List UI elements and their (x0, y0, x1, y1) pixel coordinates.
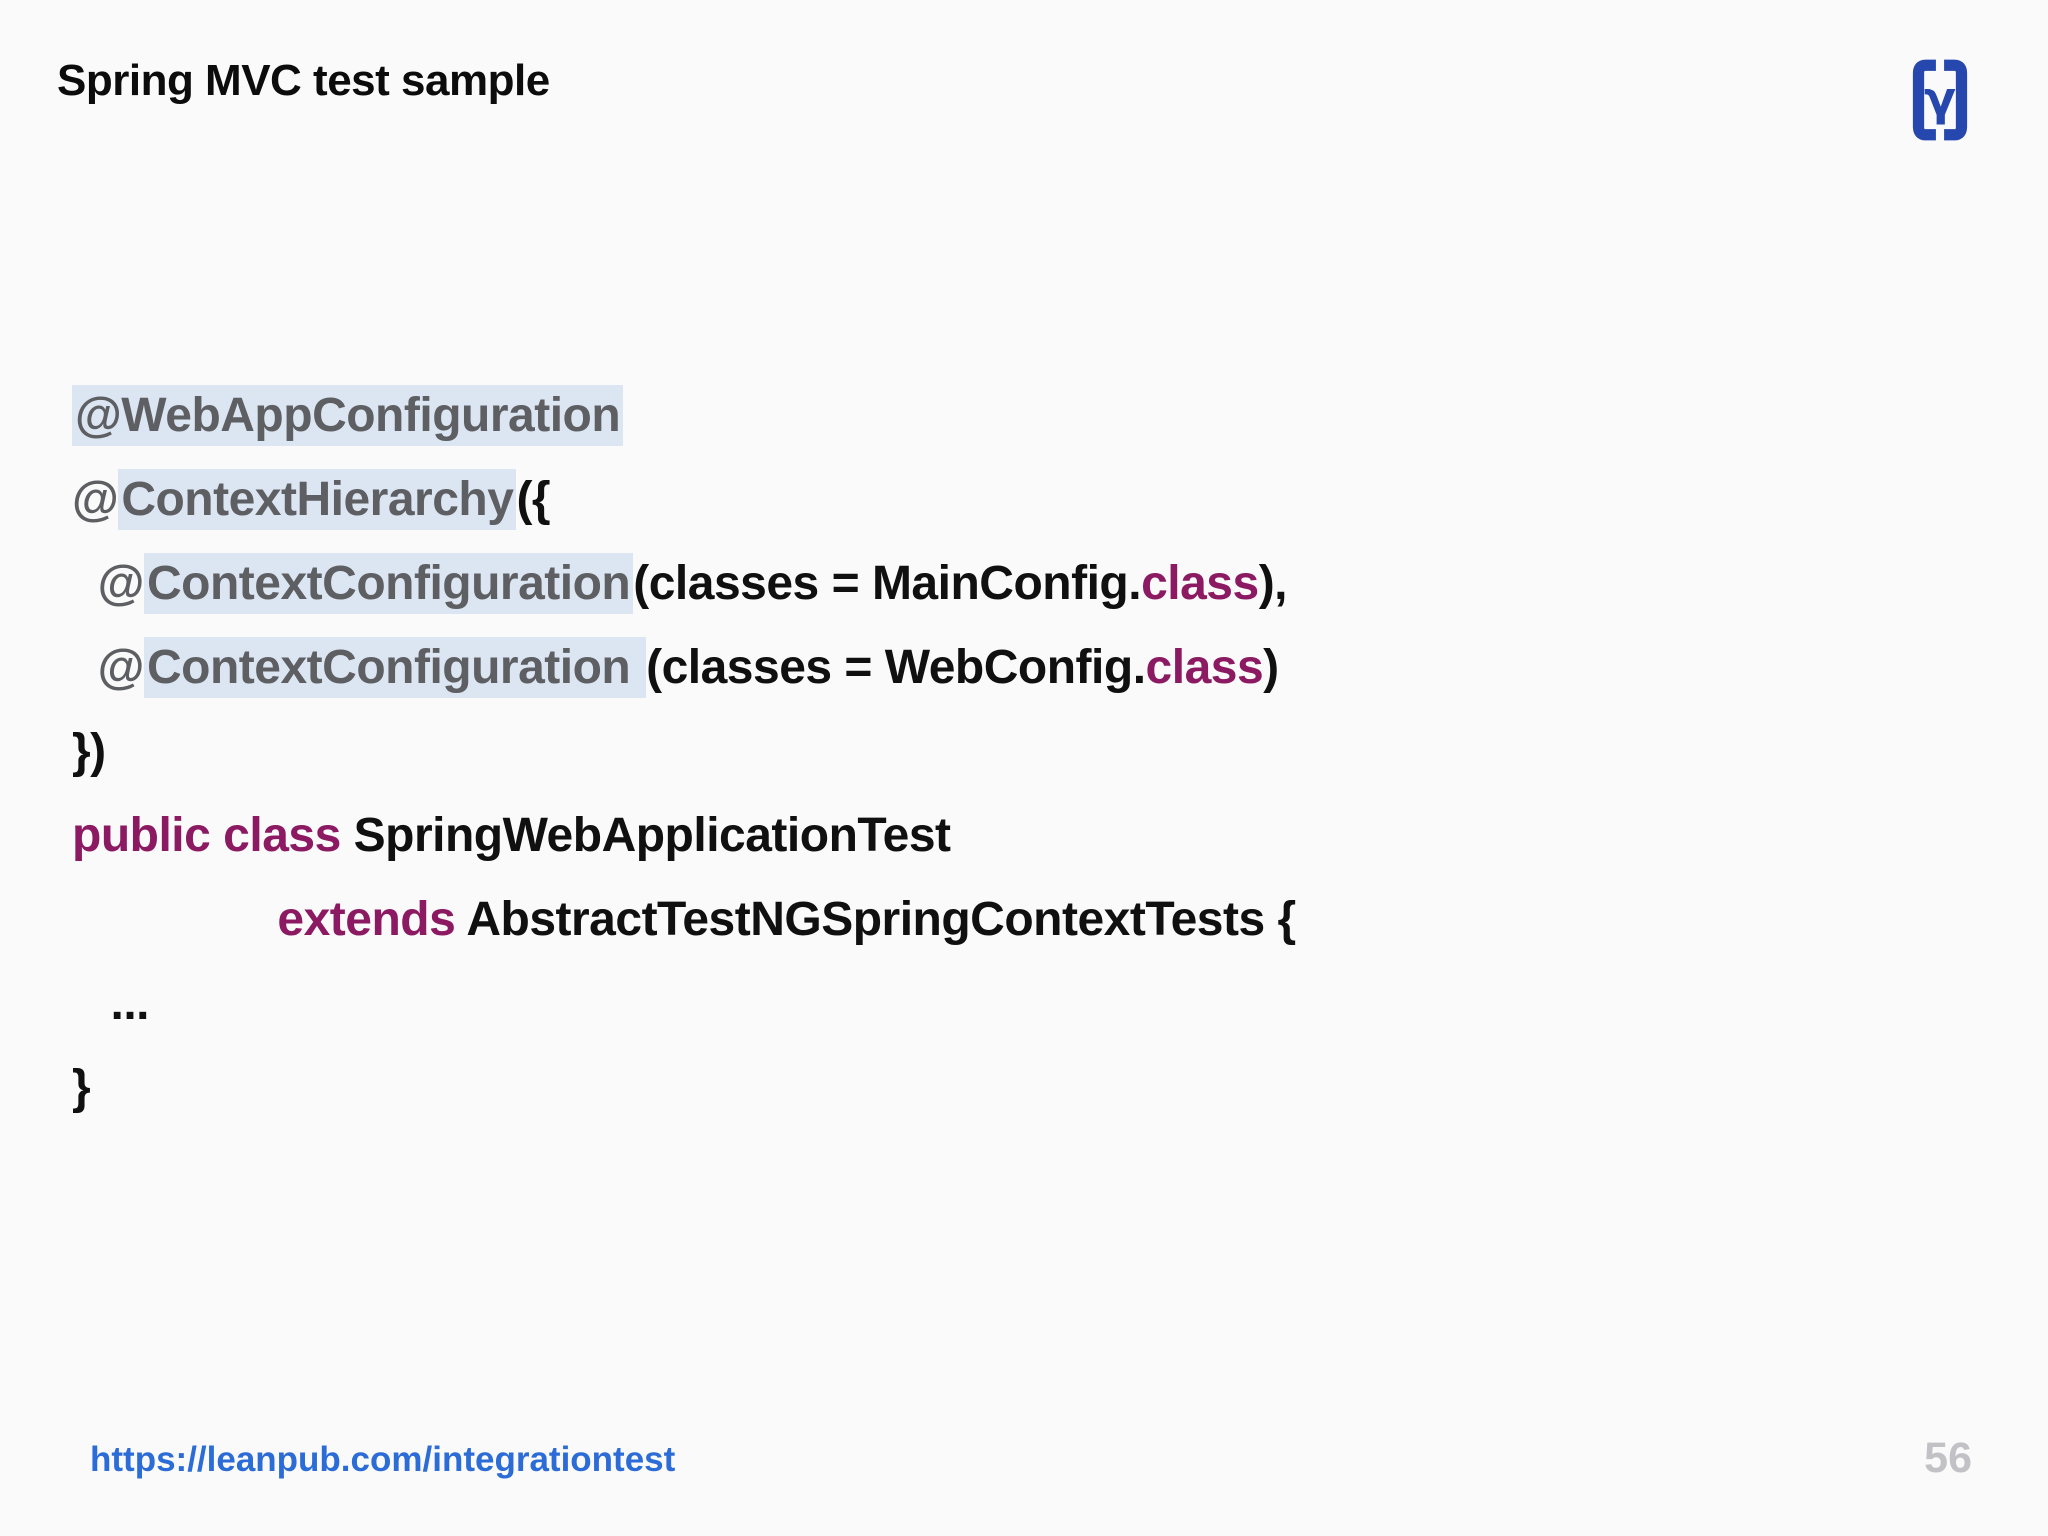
page-number: 56 (1924, 1434, 1972, 1482)
code-line: extends AbstractTestNGSpringContextTests… (72, 878, 1296, 962)
code-segment-annotation-highlighted: ContextConfiguration (143, 637, 647, 698)
code-segment-keyword: public class (72, 809, 341, 862)
slide-title: Spring MVC test sample (57, 56, 550, 105)
logo-gamma-glyph: γ (1924, 71, 1956, 126)
code-line: @ContextHierarchy({ (72, 458, 1296, 542)
code-segment-plain: (classes = MainConfig. (633, 557, 1142, 610)
code-segment-annotation-highlighted: @WebAppConfiguration (72, 385, 624, 446)
logo-left-bracket-icon (1912, 59, 1936, 141)
code-segment-plain: }) (72, 725, 106, 778)
code-segment-annotation: @ (97, 641, 145, 694)
code-line: @ContextConfiguration (classes = WebConf… (72, 626, 1296, 710)
code-line: } (72, 1046, 1296, 1130)
code-segment-plain (72, 557, 98, 610)
code-segment-plain: SpringWebApplicationTest (340, 809, 951, 862)
code-segment-plain: } (72, 1061, 91, 1114)
code-segment-plain (72, 893, 277, 946)
footer-link[interactable]: https://leanpub.com/integrationtest (90, 1440, 676, 1479)
logo-right-bracket-icon (1944, 59, 1968, 141)
code-segment-keyword: extends (277, 893, 456, 946)
code-segment-annotation-highlighted: ContextHierarchy (118, 469, 517, 530)
code-segment-keyword: class (1145, 641, 1264, 694)
code-segment-annotation: @ (72, 473, 119, 526)
code-segment-plain (72, 641, 98, 694)
code-line: @ContextConfiguration(classes = MainConf… (72, 542, 1296, 626)
brackets-gamma-logo: γ (1912, 59, 1968, 141)
code-segment-annotation-highlighted: ContextConfiguration (143, 553, 634, 614)
code-line: @WebAppConfiguration (72, 374, 1296, 458)
code-line: ... (72, 962, 1296, 1046)
code-segment-plain: ), (1258, 557, 1288, 610)
code-segment-plain: AbstractTestNGSpringContextTests { (455, 893, 1296, 946)
code-segment-plain: ) (1263, 641, 1279, 694)
code-line: }) (72, 710, 1296, 794)
code-segment-plain: (classes = WebConfig. (646, 641, 1146, 694)
code-line: public class SpringWebApplicationTest (72, 794, 1296, 878)
code-segment-annotation: @ (97, 557, 145, 610)
code-segment-plain: ... (72, 977, 150, 1030)
code-segment-keyword: class (1141, 557, 1259, 610)
code-block: @WebAppConfiguration@ContextHierarchy({ … (72, 374, 1296, 1130)
code-segment-plain: ({ (516, 473, 551, 526)
